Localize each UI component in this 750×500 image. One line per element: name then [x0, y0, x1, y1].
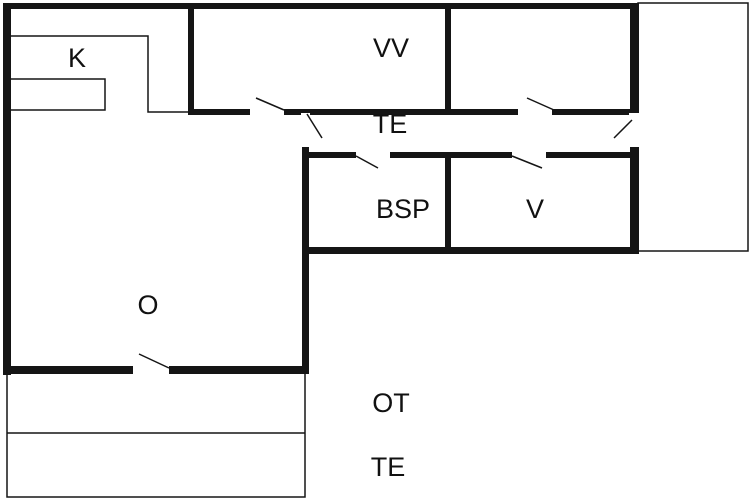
- wall-right-lower: [630, 146, 639, 254]
- door-swing-bedroom: [526, 97, 555, 111]
- door-swing-terrace: [138, 353, 170, 369]
- wall-top: [3, 3, 639, 9]
- door-swing-bsp: [355, 155, 379, 169]
- kitchen-lower-counter: [10, 78, 106, 111]
- room-label-ot: OT: [372, 388, 410, 418]
- wall-vv-left: [188, 5, 194, 115]
- balcony-outline: [637, 2, 749, 252]
- wall-right: [630, 3, 639, 114]
- wall-left: [3, 5, 11, 375]
- door-swing-hall: [306, 113, 323, 139]
- door-gap-bedroom: [518, 108, 552, 116]
- room-label-k: K: [68, 43, 86, 73]
- door-swing-v: [511, 155, 543, 169]
- door-swing-vv: [255, 97, 285, 111]
- door-gap-hall: [301, 113, 310, 147]
- kitchen-upper-counter: [10, 35, 188, 113]
- room-labels: K VV TE BSP V O OT TE: [68, 33, 544, 482]
- door-gap-bsp: [356, 151, 390, 159]
- wall-vv-right: [445, 5, 451, 115]
- door-swing-balcony: [613, 119, 633, 139]
- room-label-bsp: BSP: [376, 194, 430, 224]
- doors: [133, 97, 640, 375]
- door-gap-terrace: [133, 365, 169, 375]
- room-label-te-hall: TE: [373, 109, 408, 139]
- wall-bsp-left: [302, 146, 309, 374]
- door-gap-balcony: [629, 113, 640, 147]
- room-label-vv: VV: [373, 33, 409, 63]
- wall-hall-top: [188, 109, 639, 115]
- walls: [3, 3, 639, 375]
- wall-bsp-bottom: [302, 247, 639, 254]
- door-gap-v: [512, 151, 546, 159]
- wall-hall-bottom: [302, 152, 639, 158]
- room-label-v: V: [526, 194, 544, 224]
- door-gap-vv: [250, 108, 284, 116]
- room-label-te-terrace: TE: [371, 452, 406, 482]
- room-label-o: O: [137, 290, 158, 320]
- wall-bsp-v: [445, 152, 451, 252]
